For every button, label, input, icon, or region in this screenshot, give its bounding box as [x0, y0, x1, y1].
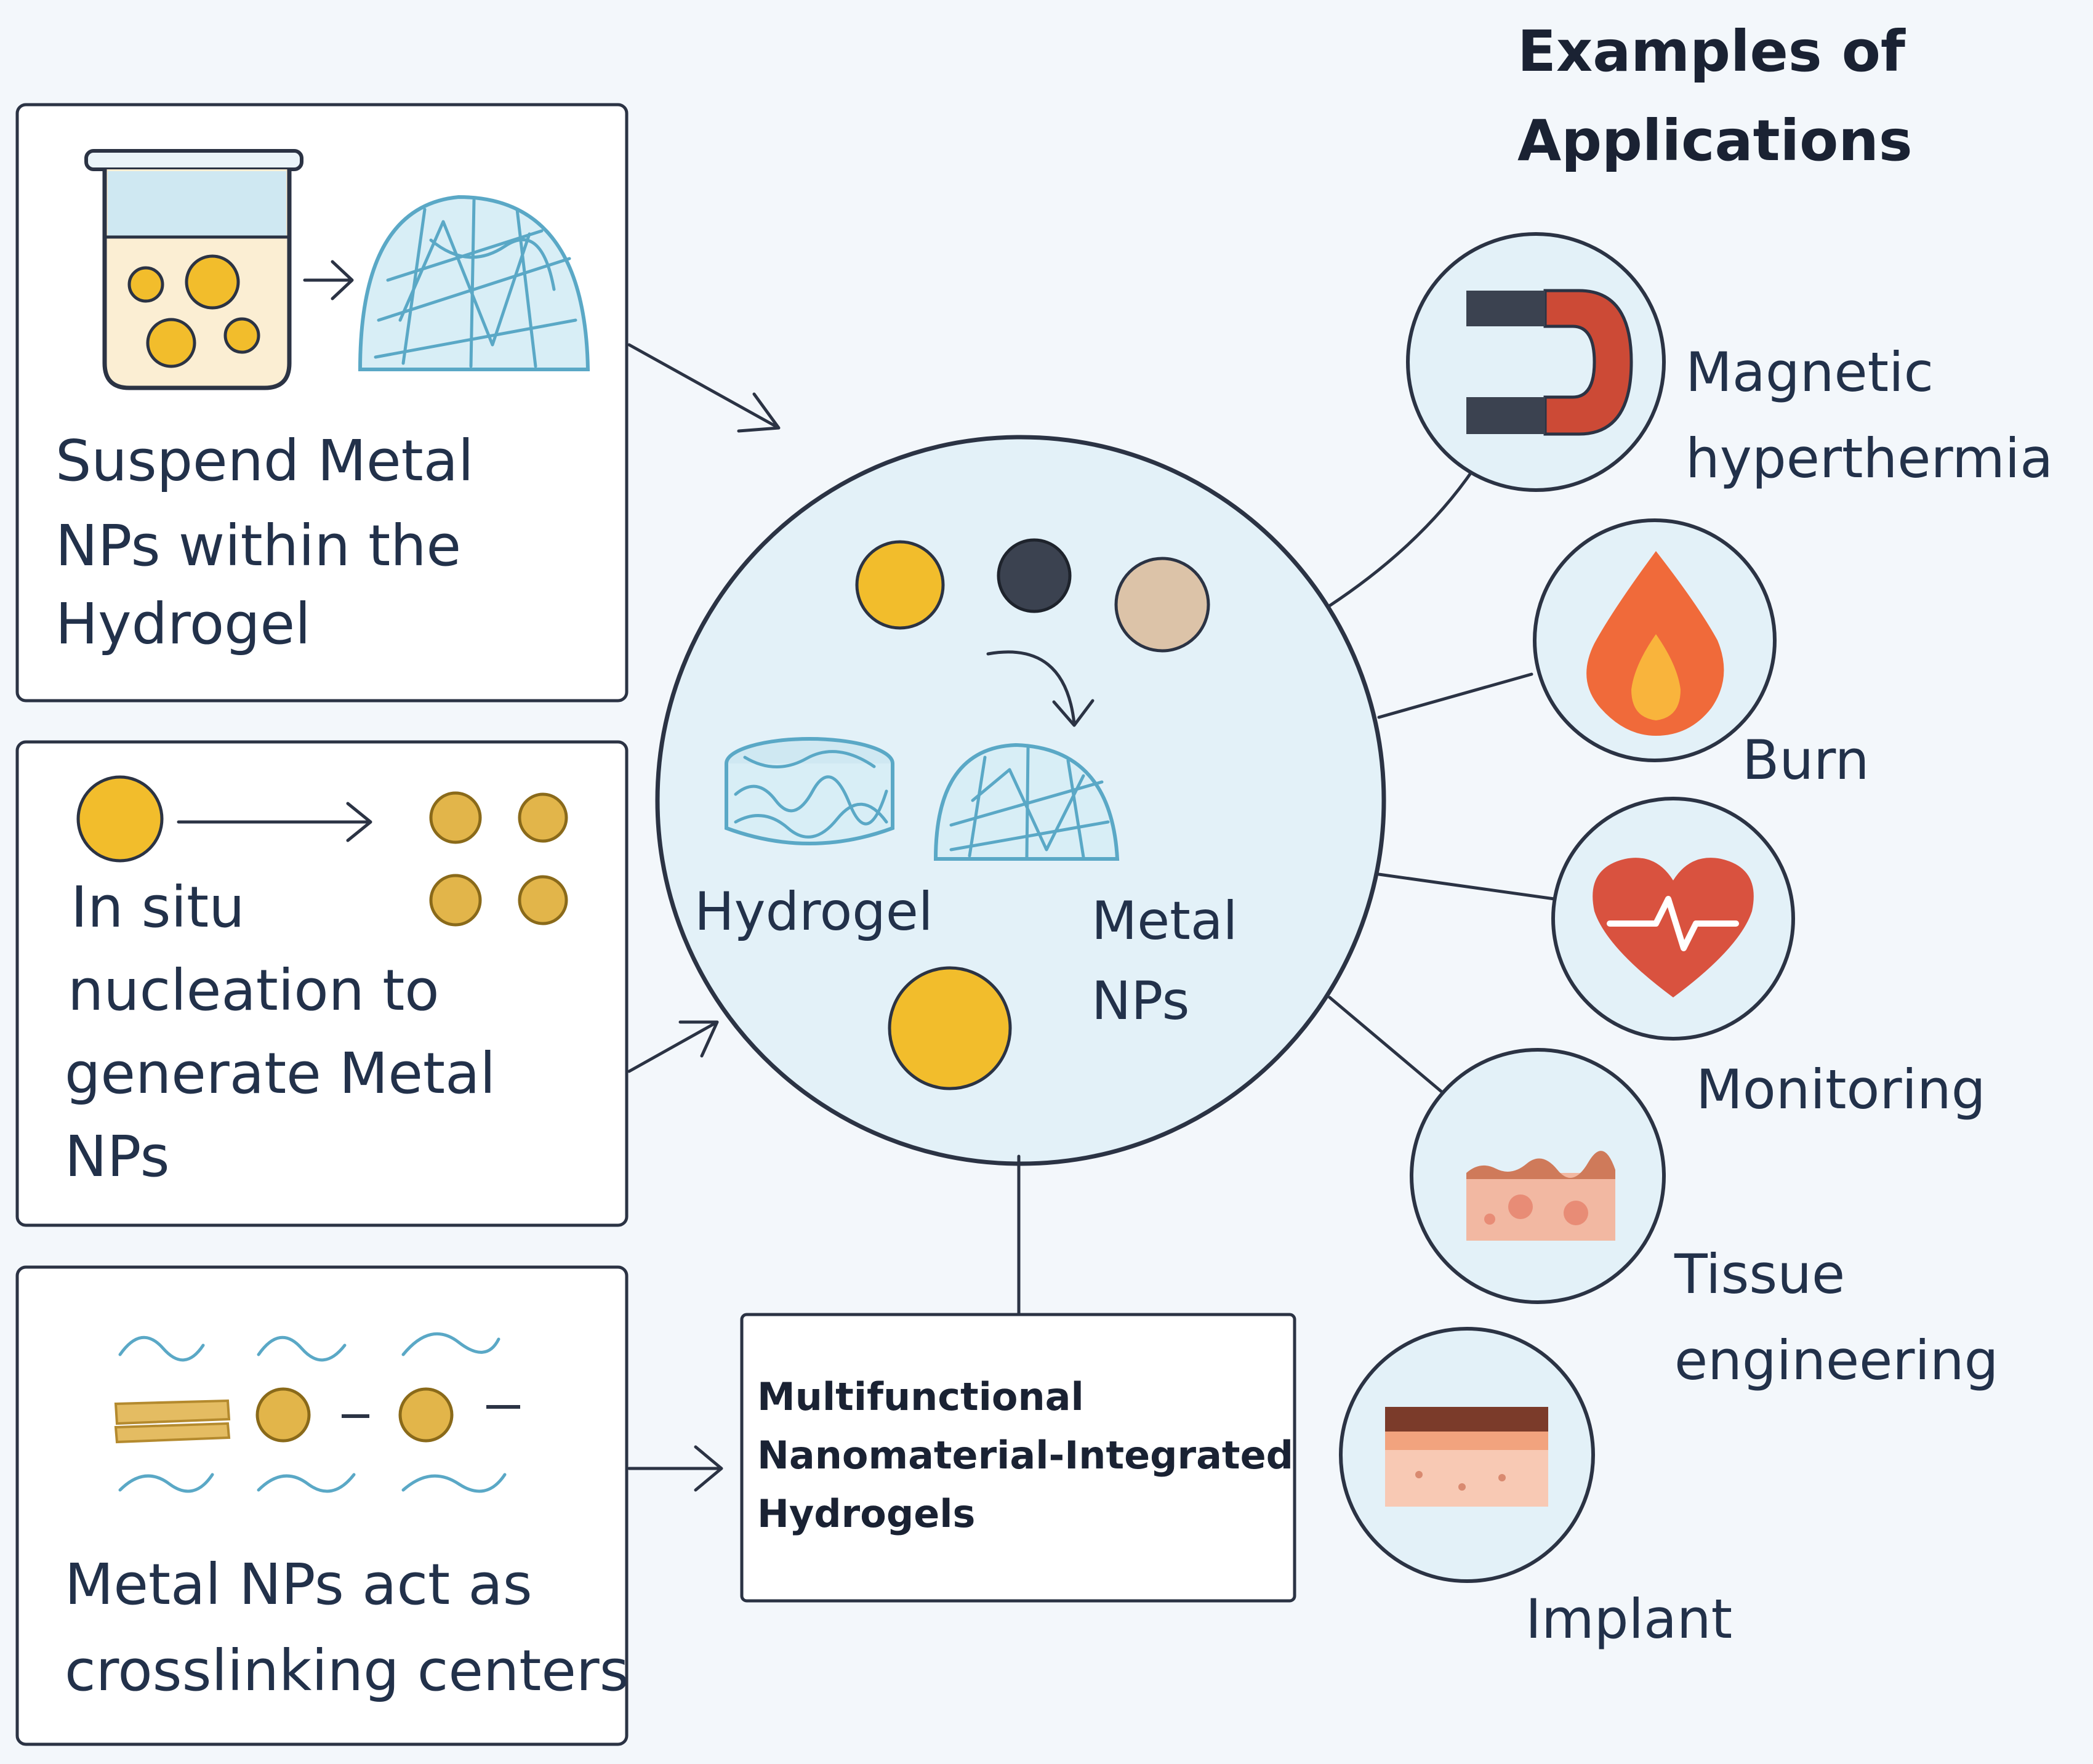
arrow-icon — [303, 260, 354, 300]
method-box-in-situ: In situ nucleation to generate Metal NPs — [15, 740, 629, 1227]
arrow-method-2-to-center — [627, 1020, 719, 1073]
connector-to-burn — [1377, 672, 1533, 719]
application-tissue-engineering: Tissue engineering — [1410, 1048, 1999, 1392]
application-magnetic-line-2: hyperthermia — [1685, 427, 2053, 490]
method-2-line-2: nucleation to — [68, 957, 440, 1023]
center-circle: Hydrogel Metal NPs — [655, 435, 1386, 1166]
application-tissue-line-1: Tissue — [1674, 1242, 1845, 1306]
hydrogel-disc-icon — [725, 737, 894, 845]
tissue-icon — [1466, 1151, 1615, 1241]
nucleated-nps-icon — [429, 791, 568, 927]
metal-label-line-2: NPs — [1091, 970, 1190, 1032]
connector-to-monitoring — [1377, 872, 1556, 901]
metal-label-line-1: Metal — [1091, 890, 1237, 952]
implant-icon — [1385, 1407, 1548, 1507]
application-magnetic-hyperthermia: Magnetic hyperthermia — [1406, 232, 2053, 492]
connector-to-tissue — [1328, 996, 1448, 1098]
large-gold-np-icon — [888, 966, 1012, 1090]
title-line-1: Examples of — [1517, 18, 1906, 84]
method-3-line-2: crosslinking centers — [65, 1638, 629, 1704]
application-implant-label: Implant — [1525, 1587, 1732, 1651]
arrow-method-1-to-center — [627, 343, 781, 433]
method-2-line-1: In situ — [71, 874, 245, 940]
beaker-icon — [84, 149, 303, 390]
application-burn: Burn — [1533, 518, 1870, 792]
application-magnetic-line-1: Magnetic — [1685, 340, 1934, 404]
hydrogel-label: Hydrogel — [694, 881, 933, 943]
application-burn-label: Burn — [1742, 728, 1870, 792]
method-1-line-2: NPs within the — [55, 513, 461, 579]
application-monitoring-label: Monitoring — [1696, 1058, 1986, 1121]
result-line-3: Hydrogels — [757, 1491, 975, 1536]
flame-icon — [1586, 551, 1724, 736]
application-implant: Implant — [1339, 1327, 1732, 1651]
method-2-line-3: generate Metal — [65, 1041, 496, 1106]
result-box-frame — [740, 1313, 1296, 1603]
curved-arrow-icon — [986, 650, 1095, 727]
beige-np-icon — [1114, 557, 1210, 653]
heart-pulse-icon — [1593, 858, 1754, 997]
application-monitoring: Monitoring — [1551, 797, 1986, 1121]
method-box-suspend: Suspend Metal NPs within the Hydrogel — [15, 103, 629, 703]
arrow-icon — [177, 802, 372, 842]
method-2-line-4: NPs — [65, 1124, 170, 1190]
method-box-2-frame — [15, 740, 629, 1227]
method-box-3-frame — [15, 1265, 629, 1746]
dark-np-icon — [997, 538, 1072, 613]
magnet-icon — [1466, 289, 1633, 436]
arrow-method-3-to-result — [627, 1445, 723, 1492]
hydrogel-dome-icon — [358, 195, 590, 371]
method-1-line-1: Suspend Metal — [55, 428, 474, 494]
connector-to-magnetic — [1327, 466, 1476, 608]
result-line-1: Multifunctional — [757, 1374, 1084, 1419]
result-box: Multifunctional Nanomaterial-Integrated … — [740, 1313, 1296, 1603]
hydrogel-dome-small-icon — [933, 743, 1120, 861]
result-line-2: Nanomaterial-Integrated — [757, 1433, 1293, 1478]
precursor-np-icon — [76, 775, 164, 863]
method-box-crosslinking: Metal NPs act as crosslinking centers — [15, 1265, 629, 1746]
title-line-2: Applications — [1517, 108, 1913, 174]
method-1-line-3: Hydrogel — [55, 591, 311, 657]
method-3-line-1: Metal NPs act as — [65, 1552, 532, 1617]
application-tissue-line-2: engineering — [1674, 1329, 1999, 1392]
crosslink-chain-icon — [114, 1332, 520, 1493]
gold-np-icon — [855, 540, 945, 630]
